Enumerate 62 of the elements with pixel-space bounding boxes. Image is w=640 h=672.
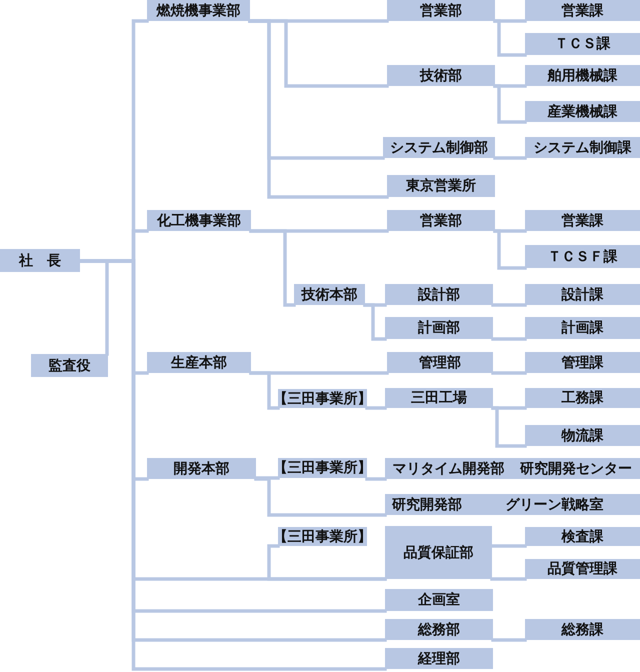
- connector-line: [365, 406, 387, 410]
- org-unit-box: 燃焼機事業部: [147, 0, 250, 21]
- org-unit-box: 監査役: [31, 354, 108, 377]
- org-unit-box: 営業課: [525, 0, 640, 21]
- org-unit-box: 研究開発部: [385, 494, 469, 515]
- org-unit-box: 設計課: [525, 284, 640, 305]
- org-unit-box: マリタイム開発部: [385, 458, 512, 479]
- org-unit-box: 営業課: [525, 210, 640, 231]
- connector-line: [493, 84, 527, 124]
- org-unit-box: 生産本部: [147, 352, 251, 373]
- org-unit-box: 物流課: [525, 425, 640, 446]
- org-unit-box: システム制御課: [525, 137, 640, 158]
- org-unit-box: ＴＣＳＦ課: [525, 245, 640, 268]
- connector-line: [493, 19, 527, 57]
- connector-line: [491, 371, 527, 375]
- org-unit-box: 管理部: [387, 352, 493, 373]
- connector-line: [490, 544, 527, 548]
- connector-line: [491, 638, 527, 642]
- org-unit-box: 経理部: [385, 648, 493, 669]
- connector-line: [491, 337, 527, 341]
- org-unit-box: 品質保証部: [385, 526, 492, 579]
- org-unit-box: 技術本部: [294, 284, 365, 305]
- org-unit-box: システム制御部: [383, 137, 495, 158]
- connector-line: [249, 229, 296, 307]
- connector-line: [493, 156, 527, 160]
- connector-line: [254, 477, 387, 517]
- org-unit-box: グリーン戦略室: [469, 494, 640, 515]
- org-unit-box: 工務課: [525, 388, 640, 408]
- org-unit-box: 東京営業所: [387, 175, 495, 197]
- connector-line: [254, 476, 280, 480]
- org-unit-box: 舶用機械課: [525, 65, 640, 86]
- org-unit-box: 化工機事業部: [147, 210, 251, 231]
- connector-line: [248, 19, 389, 199]
- connector-line: [267, 544, 387, 581]
- org-unit-box: 開発本部: [147, 458, 256, 479]
- org-unit-box: 産業機械課: [525, 101, 640, 122]
- org-unit-box: 【三田事業所】: [278, 527, 367, 546]
- org-unit-box: 設計部: [385, 284, 493, 305]
- org-unit-box: 計画課: [525, 317, 640, 339]
- org-unit-box: ＴＣＳ課: [525, 33, 640, 55]
- org-unit-box: 技術部: [387, 65, 495, 86]
- org-unit-box: 営業部: [387, 0, 495, 21]
- org-unit-box: 計画部: [385, 317, 493, 339]
- connector-line: [249, 371, 280, 410]
- org-unit-box: 【三田事業所】: [278, 389, 367, 408]
- connector-line: [363, 303, 387, 341]
- org-unit-box: 【三田事業所】: [278, 458, 367, 478]
- org-unit-box: 検査課: [525, 527, 640, 546]
- org-unit-box: 社 長: [0, 249, 80, 272]
- org-unit-box: 管理課: [525, 352, 640, 373]
- connector-line: [490, 577, 527, 581]
- connector-line: [491, 303, 527, 307]
- org-unit-box: 営業部: [387, 210, 495, 231]
- org-unit-box: 三田工場: [385, 388, 493, 408]
- org-unit-box: 総務部: [385, 619, 493, 640]
- org-unit-box: 企画室: [385, 589, 493, 611]
- org-unit-box: 総務課: [525, 619, 640, 640]
- org-unit-box: 研究開発センター: [512, 458, 640, 479]
- org-unit-box: 品質管理課: [525, 559, 640, 579]
- connector-line: [365, 477, 387, 481]
- connector-line: [493, 229, 527, 270]
- connector-line: [491, 406, 527, 448]
